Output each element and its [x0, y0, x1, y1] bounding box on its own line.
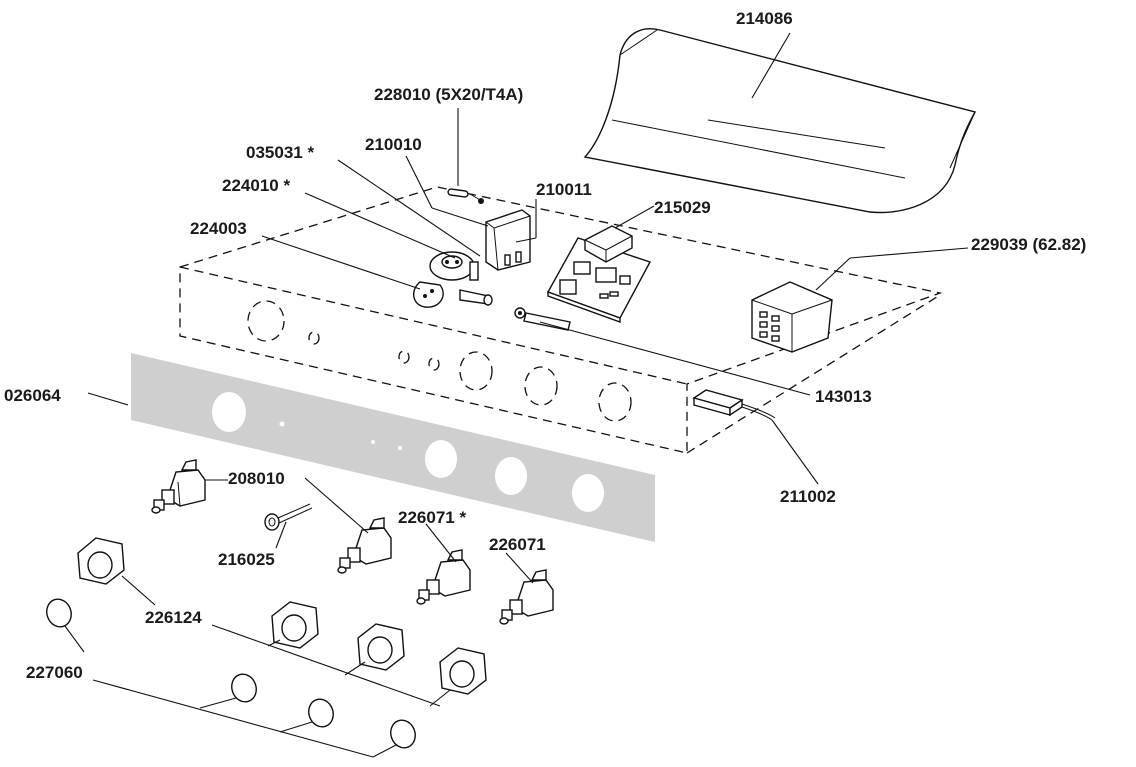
front-panel-026064: [131, 353, 655, 542]
label-229039: 229039 (62.82): [971, 235, 1086, 254]
knob-226124-c: [357, 623, 405, 671]
label-210011: 210011: [536, 180, 592, 199]
fuse-228010: [447, 188, 484, 204]
switch-208010-a: [151, 459, 206, 514]
pcb-board-215029: [546, 225, 652, 323]
relay-229039: [751, 281, 833, 353]
label-214086: 214086: [736, 9, 793, 28]
control-box-housing-outline: [179, 186, 943, 454]
label-210010: 210010: [365, 135, 422, 154]
label-224010: 224010 *: [222, 176, 290, 195]
label-143013: 143013: [815, 387, 872, 406]
ring-227060-d: [390, 719, 416, 749]
label-216025: 216025: [218, 550, 275, 569]
knob-226124-d: [439, 647, 487, 695]
thermostat-224003: [413, 251, 493, 308]
part-labels: 214086 228010 (5X20/T4A) 035031 * 210010…: [4, 9, 1086, 682]
label-227060: 227060: [26, 663, 83, 682]
switch-208010-b: [337, 517, 392, 574]
label-215029: 215029: [654, 198, 711, 217]
heating-element-143013: [514, 307, 571, 331]
knob-226124-b: [271, 601, 319, 649]
ring-227060-a: [46, 598, 72, 628]
ring-227060-c: [308, 698, 334, 728]
leader-lines: [64, 32, 969, 758]
fuse-holder-210010: [485, 209, 531, 271]
label-208010: 208010: [228, 469, 285, 488]
ring-227060-b: [231, 673, 257, 703]
switch-226071-star: [416, 549, 471, 605]
knob-226124-a: [77, 537, 125, 585]
label-226071: 226071: [489, 535, 546, 554]
label-226124: 226124: [145, 608, 202, 627]
label-026064: 026064: [4, 386, 61, 405]
label-224003: 224003: [190, 219, 247, 238]
lamp-216025: [264, 503, 313, 531]
label-211002: 211002: [780, 487, 836, 506]
sensor-211002: [692, 389, 776, 421]
label-226071-star: 226071 *: [398, 508, 466, 527]
switch-226071: [499, 569, 554, 625]
label-228010: 228010 (5X20/T4A): [374, 85, 523, 104]
top-cover-214086: [583, 28, 977, 214]
label-035031: 035031 *: [246, 143, 314, 162]
